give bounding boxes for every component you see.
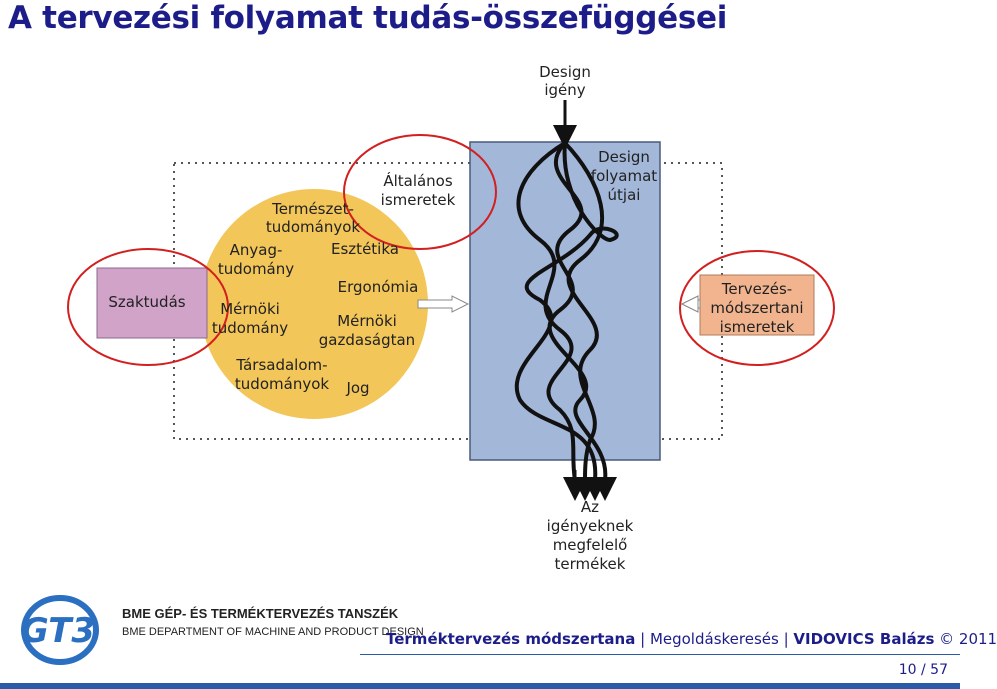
footer-sep1: | <box>635 630 650 648</box>
footer-course: Terméktervezés módszertana <box>386 630 636 648</box>
label-specialist: Szaktudás <box>108 293 185 311</box>
knowledge-circle <box>200 189 428 419</box>
methodology-box <box>699 274 815 336</box>
footer-divider <box>360 654 960 655</box>
label-ergonomics: Ergonómia <box>338 278 419 296</box>
logo-text: GT3 <box>21 611 95 651</box>
page-number: 10 / 57 <box>899 662 948 678</box>
label-aesthetics: Esztétika <box>331 240 399 258</box>
org-name: BME GÉP- ÉS TERMÉKTERVEZÉS TANSZÉK <box>122 606 399 621</box>
label-social-sciences: Társadalom-tudományok <box>235 356 329 393</box>
label-law: Jog <box>345 379 369 397</box>
page-total: 57 <box>930 662 948 678</box>
label-material-science: Anyag-tudomány <box>218 241 294 278</box>
footer-info: Terméktervezés módszertana | Megoldásker… <box>386 630 997 648</box>
highlight-specialist <box>67 248 229 366</box>
footer-author: VIDOVICS Balázs <box>793 630 935 648</box>
bottom-bar <box>0 683 960 689</box>
output-arrows <box>563 470 617 501</box>
department-logo: GT3 BME GÉP- ÉS TERMÉKTERVEZÉS TANSZÉK B… <box>21 595 424 665</box>
highlight-general <box>343 134 497 250</box>
org-name-en: BME DEPARTMENT OF MACHINE AND PRODUCT DE… <box>122 626 424 638</box>
design-paths <box>514 141 619 482</box>
footer-copyright: © 2011 <box>934 630 997 648</box>
slide-title: A tervezési folyamat tudás-összefüggései <box>8 0 728 36</box>
label-natural-sciences: Természet-tudományok <box>266 200 360 236</box>
page-current: 10 <box>898 662 917 678</box>
design-process-box <box>469 141 661 461</box>
arrow-circle-to-process <box>417 295 470 313</box>
footer-topic: Megoldáskeresés <box>649 630 779 648</box>
footer-sep2: | <box>778 630 794 648</box>
specialist-box <box>96 267 208 339</box>
highlight-methodology <box>679 250 835 366</box>
arrow-method-to-process <box>680 295 701 313</box>
page-separator: / <box>916 662 931 678</box>
